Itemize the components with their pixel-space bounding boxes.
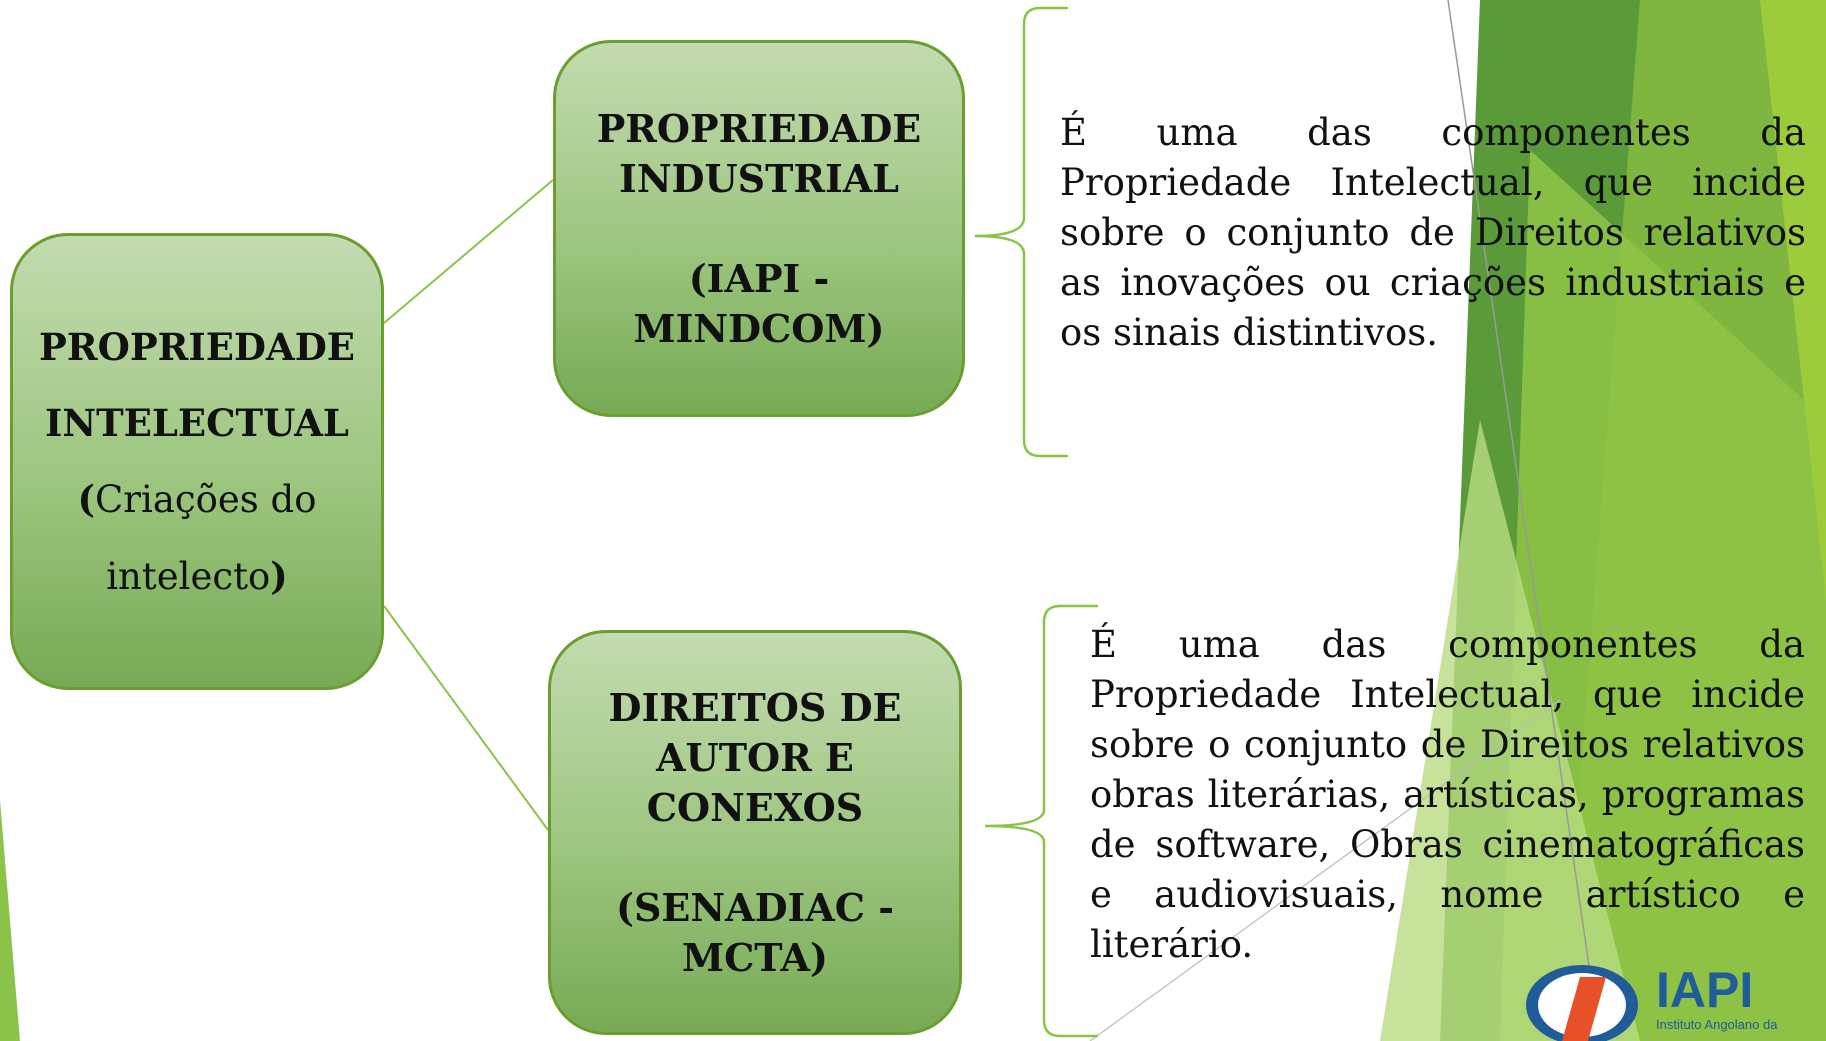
- bg-thin-line-2: [1089, 699, 1561, 1041]
- industrial-box-line3: (IAPI -: [688, 255, 830, 301]
- main-box-line3-wrap: (Criações do: [13, 461, 381, 538]
- bg-thin-line-1: [1447, 0, 1601, 1041]
- iapi-logo: IAPI Instituto Angolano da: [1526, 962, 1778, 1041]
- brace-industrial: [974, 6, 1068, 458]
- connector-main-to-industrial: [383, 179, 554, 324]
- connector-main-to-author: [383, 605, 549, 831]
- bg-green-facet-lime: [1760, 0, 1826, 600]
- propriedade-intelectual-box: PROPRIEDADE INTELECTUAL (Criações do int…: [10, 233, 384, 690]
- author-description: É uma das componentes da Propriedade Int…: [1090, 623, 1805, 966]
- author-box-line1: DIREITOS DE: [608, 684, 902, 730]
- industrial-box-line2: INDUSTRIAL: [619, 155, 899, 201]
- main-box-line3: Criações do: [95, 477, 317, 521]
- author-box-line4: (SENADIAC -: [615, 884, 895, 930]
- brace-author: [984, 604, 1098, 1038]
- direitos-de-autor-box: DIREITOS DE AUTOR E CONEXOS (SENADIAC - …: [548, 630, 962, 1035]
- main-box-line4: intelecto: [106, 554, 271, 598]
- main-box-line1: PROPRIEDADE: [39, 324, 355, 369]
- iapi-logo-subtitle: Instituto Angolano da: [1656, 1017, 1778, 1032]
- bg-green-facet-pale: [1380, 420, 1640, 1041]
- main-box-line4-wrap: intelecto): [13, 538, 381, 615]
- main-box-close-paren: ): [270, 553, 288, 598]
- author-box-line5: MCTA): [682, 934, 828, 980]
- iapi-logo-text: IAPI: [1656, 962, 1753, 1018]
- industrial-box-line1: PROPRIEDADE: [596, 105, 922, 151]
- industrial-box-line4: MINDCOM): [633, 305, 885, 351]
- author-box-line2: AUTOR E: [656, 734, 854, 780]
- iapi-logo-emblem-mark: [1562, 977, 1606, 1041]
- author-box-line3: CONEXOS: [646, 784, 864, 830]
- main-box-line2: INTELECTUAL: [45, 400, 349, 445]
- propriedade-industrial-box: PROPRIEDADE INDUSTRIAL (IAPI - MINDCOM): [553, 40, 965, 417]
- industrial-description: É uma das componentes da Propriedade Int…: [1060, 111, 1806, 354]
- main-box-open-paren: (: [77, 476, 95, 521]
- bg-left-triangle: [0, 800, 20, 1041]
